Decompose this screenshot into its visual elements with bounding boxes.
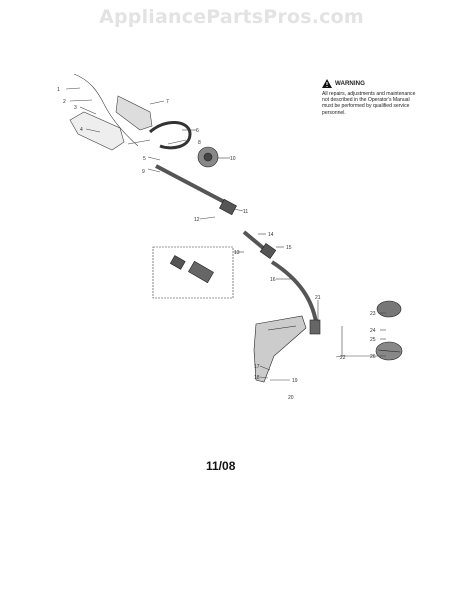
handle-housing-left [69, 111, 125, 151]
callout-9: 9 [142, 169, 145, 175]
warning-box: WARNING All repairs, adjustments and mai… [322, 79, 418, 116]
callout-11: 11 [243, 209, 248, 215]
shaft-coupler [219, 198, 237, 216]
callout-23: 23 [370, 311, 376, 317]
throttle-cable [73, 73, 139, 147]
callout-1: 1 [57, 87, 60, 93]
callout-25: 25 [370, 337, 376, 343]
callout-7: 7 [166, 99, 169, 105]
date-code: 11/08 [206, 459, 236, 473]
callout-14: 14 [268, 232, 274, 238]
callout-10: 10 [230, 156, 236, 162]
callout-24: 24 [370, 328, 376, 334]
curved-shaft [270, 260, 318, 323]
callout-15: 15 [286, 245, 292, 251]
callout-3: 3 [74, 105, 77, 111]
callout-26: 26 [370, 354, 376, 360]
callout-4: 4 [80, 127, 83, 133]
callout-20: 20 [288, 395, 294, 401]
callout-6: 6 [196, 128, 199, 134]
callout-5: 5 [143, 156, 146, 162]
callout-17: 17 [254, 364, 260, 370]
callout-21: 21 [315, 295, 321, 301]
assist-handle [148, 121, 192, 150]
warning-heading: WARNING [322, 79, 418, 88]
warning-title: WARNING [335, 80, 365, 87]
callout-16: 16 [270, 277, 276, 283]
upper-shaft [155, 164, 233, 208]
watermark: AppliancePartsPros.com [99, 6, 364, 28]
callout-19: 19 [292, 378, 298, 384]
callout-8: 8 [198, 140, 201, 146]
handle-housing-right [115, 95, 153, 131]
warning-triangle-icon [322, 79, 332, 88]
trimmer-guard [253, 315, 307, 383]
callout-12: 12 [194, 217, 200, 223]
spool-cover [376, 300, 402, 318]
callout-2: 2 [63, 99, 66, 105]
callout-22: 22 [340, 355, 346, 361]
callout-18: 18 [254, 375, 260, 381]
callout-13: 13 [234, 250, 240, 256]
warning-text: All repairs, adjustments and maintenance… [322, 91, 416, 116]
